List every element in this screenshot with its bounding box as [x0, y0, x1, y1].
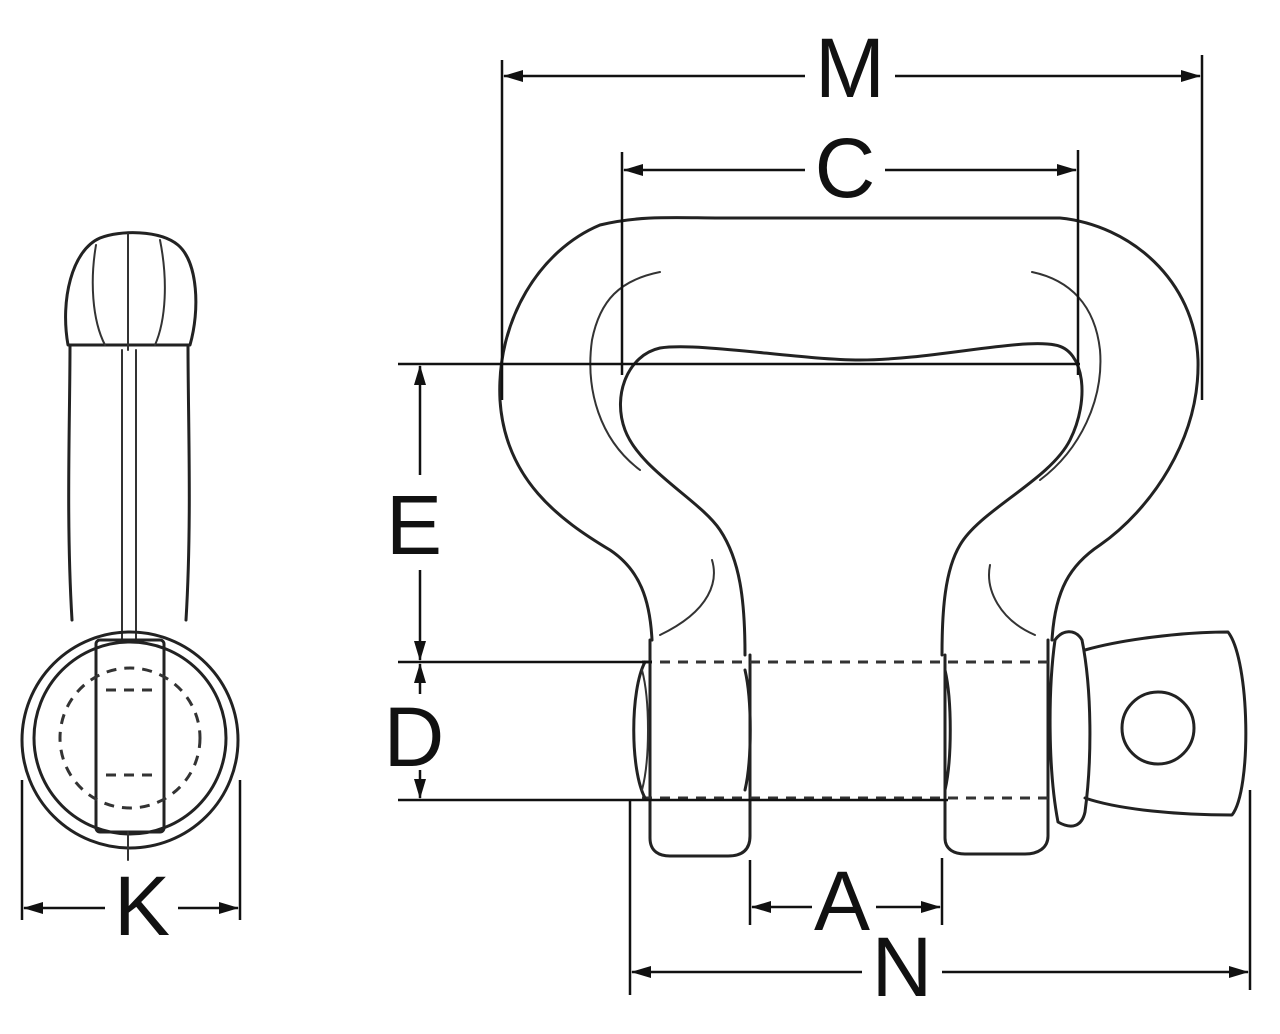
dimension-label-e: E	[386, 478, 442, 572]
dimension-label-a: A	[814, 854, 870, 948]
front-view-shackle	[498, 216, 1248, 858]
dimension-c	[620, 150, 1080, 375]
dimension-label-n: N	[872, 920, 933, 1014]
dimension-k	[20, 780, 242, 920]
dimension-e	[398, 362, 1080, 664]
side-view-shackle	[20, 231, 240, 861]
dimension-n	[628, 790, 1252, 995]
dimension-d	[398, 663, 948, 802]
dimension-label-d: D	[384, 690, 445, 784]
dimension-m	[500, 55, 1204, 400]
dimension-label-c: C	[815, 121, 876, 215]
dimension-label-m: M	[815, 21, 885, 115]
dimension-label-k: K	[114, 859, 170, 953]
dimension-a	[748, 858, 944, 925]
